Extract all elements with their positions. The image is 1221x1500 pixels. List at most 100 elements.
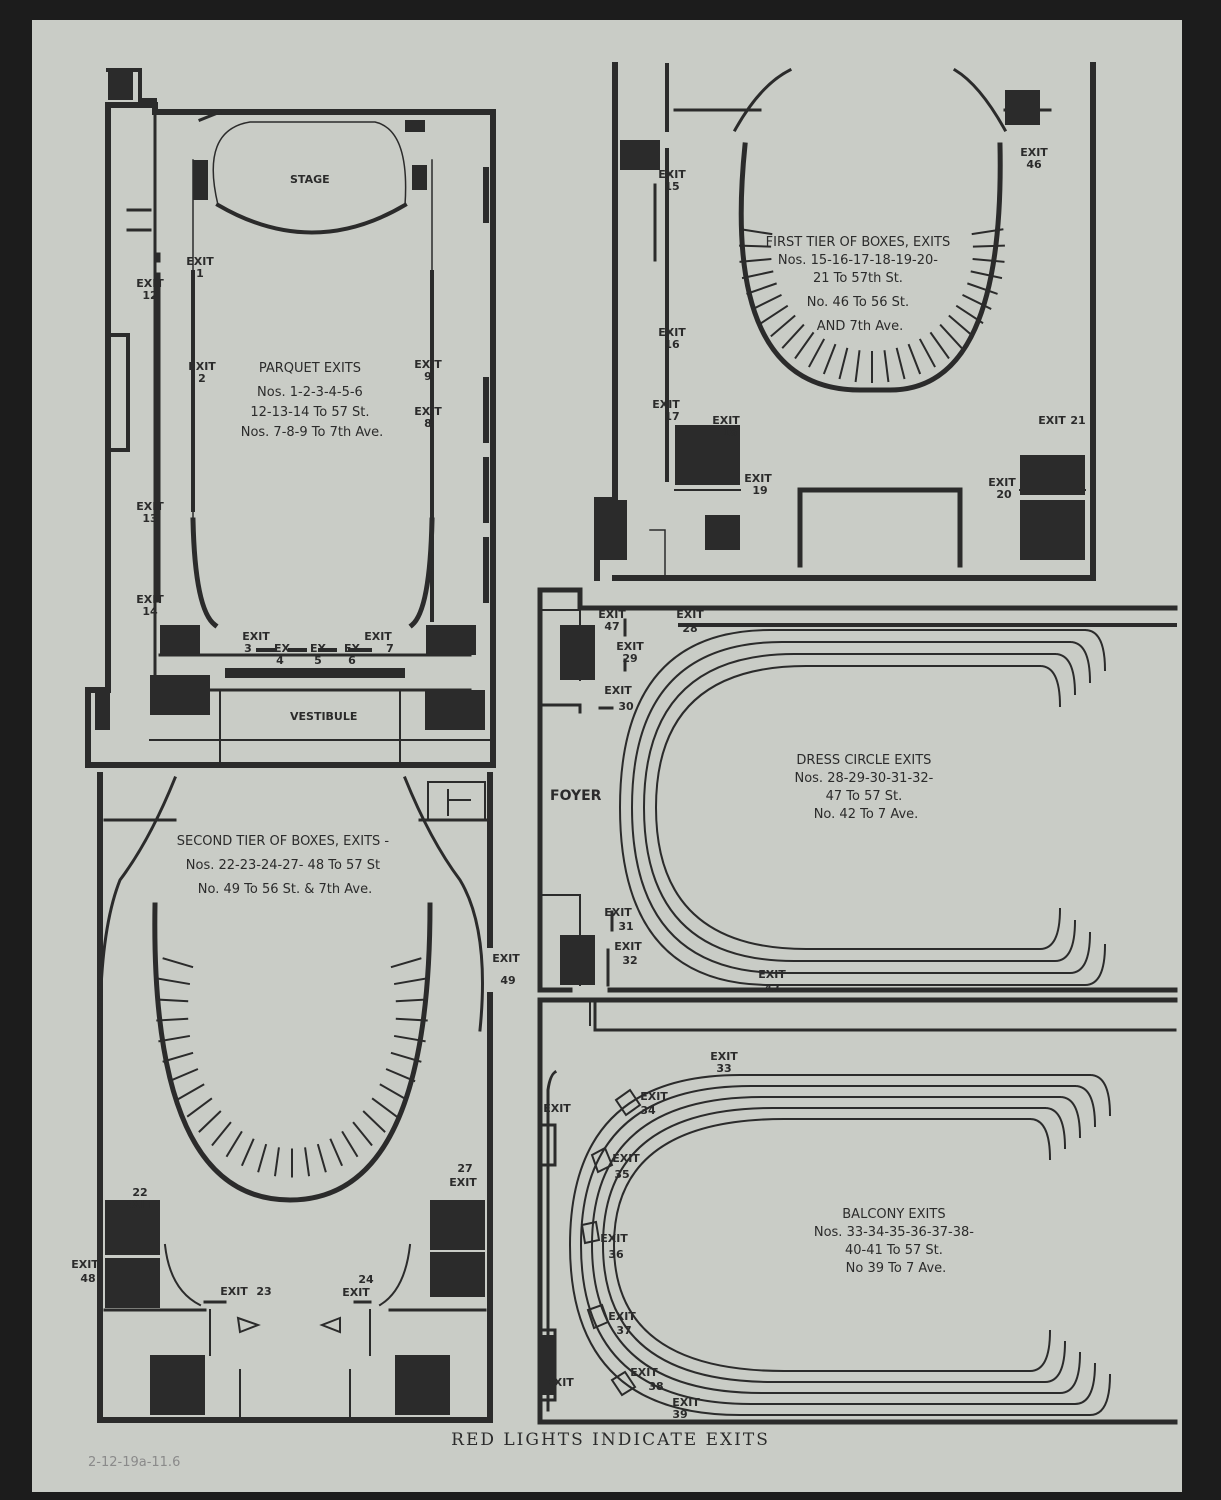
box-partition — [822, 343, 837, 375]
parquet-plan: STAGE VESTIBULE PARQUET EXITS Nos. 1-2-3… — [85, 68, 496, 768]
vestibule-label: VESTIBULE — [290, 710, 357, 723]
seating-row — [654, 664, 1062, 950]
second-tier-plan: SECOND TIER OF BOXES, EXITS - Nos. 22-23… — [71, 772, 520, 1423]
box-partition — [198, 1110, 222, 1133]
box-partition — [808, 338, 826, 368]
seating-row — [579, 1084, 1097, 1405]
box-partition — [895, 347, 906, 380]
box-partition — [168, 1068, 199, 1083]
balcony-plan: BALCONY EXITS Nos. 33-34-35-36-37-38- 40… — [537, 997, 1178, 1425]
box-partition — [390, 1051, 422, 1063]
box-partition — [341, 1130, 359, 1158]
box-partition — [962, 293, 992, 310]
box-partition — [972, 244, 1005, 248]
box-partition — [273, 1147, 280, 1177]
first-tier-title-line: AND 7th Ave. — [817, 319, 903, 334]
dress-circle-title-line: DRESS CIRCLE EXITS — [796, 753, 931, 768]
dress-circle-title-line: Nos. 28-29-30-31-32- — [794, 771, 933, 786]
box-partition — [352, 1121, 373, 1147]
second-tier-title-line: SECOND TIER OF BOXES, EXITS - — [177, 834, 390, 849]
first-tier-plan: FIRST TIER OF BOXES, EXITS Nos. 15-16-17… — [594, 62, 1096, 581]
first-tier-title-line: Nos. 15-16-17-18-19-20- — [778, 253, 938, 268]
parquet-title-line: 12-13-14 To 57 St. — [250, 405, 369, 420]
second-tier-title-line: No. 49 To 56 St. & 7th Ave. — [198, 882, 372, 897]
seating-row — [630, 640, 1092, 974]
box-partition — [760, 304, 789, 325]
box-partition — [156, 998, 189, 1003]
seating-row — [612, 1117, 1052, 1372]
second-tier-title-line: Nos. 22-23-24-27- 48 To 57 St — [186, 858, 380, 873]
box-partition — [379, 1083, 408, 1101]
box-partition — [316, 1143, 327, 1173]
box-partition — [854, 350, 861, 383]
box-partition — [883, 350, 890, 383]
box-partition — [939, 323, 963, 349]
stage-label: STAGE — [290, 173, 330, 186]
first-tier-title-line: FIRST TIER OF BOXES, EXITS — [766, 235, 951, 250]
box-partition — [158, 1034, 191, 1043]
box-partition — [162, 1051, 194, 1063]
dress-circle-title: DRESS CIRCLE EXITS Nos. 28-29-30-31-32- … — [794, 753, 937, 822]
exit-label: EXIT — [546, 1376, 574, 1389]
box-partition — [739, 258, 772, 263]
parquet-title-line: PARQUET EXITS — [259, 361, 361, 376]
box-partition — [740, 228, 773, 236]
first-tier-title: FIRST TIER OF BOXES, EXITS Nos. 15-16-17… — [766, 235, 955, 334]
balcony-title-line: 40-41 To 57 St. — [845, 1243, 943, 1258]
box-partition — [225, 1130, 243, 1158]
second-tier-title: SECOND TIER OF BOXES, EXITS - Nos. 22-23… — [177, 834, 393, 897]
box-partition — [385, 1068, 416, 1083]
dress-circle-title-line: No. 42 To 7 Ave. — [814, 807, 919, 822]
box-partition — [362, 1110, 386, 1133]
exit-label: EXIT — [543, 1102, 571, 1115]
foyer-label: FOYER — [550, 788, 602, 804]
dress-circle-title-line: 47 To 57 St. — [826, 789, 903, 804]
balcony-title-line: Nos. 33-34-35-36-37-38- — [814, 1225, 974, 1240]
pencil-note: 2-12-19a-11.6 — [88, 1455, 181, 1470]
box-partition — [794, 331, 815, 360]
box-partition — [304, 1147, 311, 1177]
seating-row — [568, 1073, 1112, 1416]
box-partition — [162, 957, 194, 969]
box-partition — [955, 304, 984, 325]
box-partition — [970, 270, 1003, 280]
box-partition — [907, 343, 922, 375]
seating-row — [601, 1106, 1067, 1383]
box-partition — [240, 1138, 255, 1167]
seating-row — [642, 652, 1077, 962]
box-partition — [329, 1138, 344, 1167]
box-partition — [838, 347, 849, 380]
box-partition — [158, 977, 191, 986]
box-partition — [186, 1097, 213, 1118]
box-partition — [770, 314, 796, 338]
box-partition — [948, 314, 974, 338]
box-partition — [390, 957, 422, 969]
parquet-title: PARQUET EXITS Nos. 1-2-3-4-5-6 12-13-14 … — [241, 361, 384, 440]
box-partition — [739, 244, 772, 248]
first-tier-title-line: No. 46 To 56 St. — [807, 295, 909, 310]
parquet-title-line: Nos. 7-8-9 To 7th Ave. — [241, 425, 384, 440]
box-partition — [929, 331, 950, 360]
